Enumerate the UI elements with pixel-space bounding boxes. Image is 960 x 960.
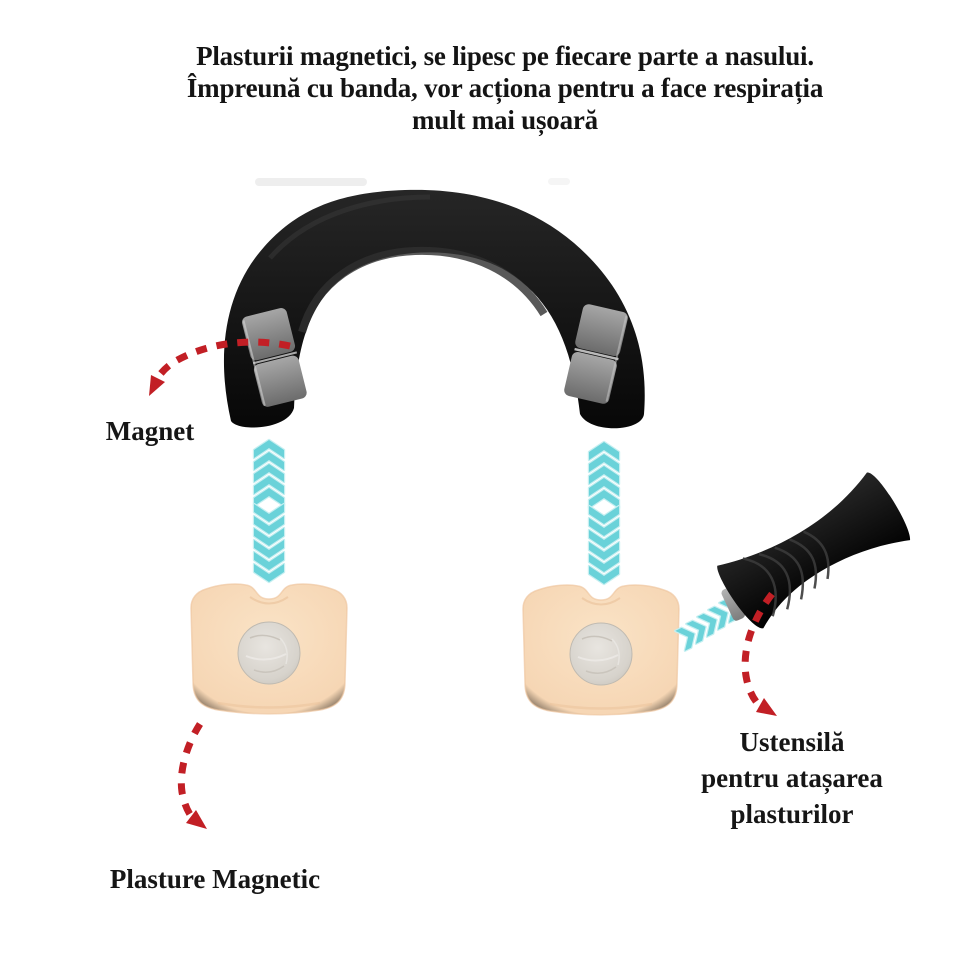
clip-inner-bevel [298, 246, 548, 334]
page-title: Plasturii magnetici, se lipesc pe fiecar… [25, 40, 960, 136]
photo-artifact [255, 178, 570, 186]
title-line-1: Plasturii magnetici, se lipesc pe fiecar… [196, 41, 814, 71]
title-line-3: mult mai ușoară [411, 105, 598, 135]
tool-label-line-2: pentru atașarea [701, 763, 883, 793]
patch-label: Plasture Magnetic [109, 864, 321, 894]
nose-clip-device [223, 189, 645, 429]
tool-arrow [741, 591, 777, 716]
tool-label: Ustensilă pentru atașarea plasturilor [662, 724, 922, 832]
chevron-flow-right [587, 440, 621, 586]
magnetic-patch-right [521, 583, 681, 716]
tool-label-line-1: Ustensilă [739, 727, 845, 757]
tool-ridges [742, 530, 830, 617]
tool-label-line-3: plasturilor [730, 799, 854, 829]
clip-magnet-right [564, 304, 628, 404]
chevron-flow-left [252, 438, 286, 584]
magnetic-patch-left [189, 582, 349, 715]
magnet-label: Magnet [105, 416, 195, 446]
applicator-tool [717, 472, 911, 629]
patch-arrow [177, 722, 207, 829]
tool-tip [721, 587, 746, 621]
title-line-2: Împreună cu banda, vor acționa pentru a … [186, 73, 824, 103]
magnet-arrow [149, 338, 291, 396]
